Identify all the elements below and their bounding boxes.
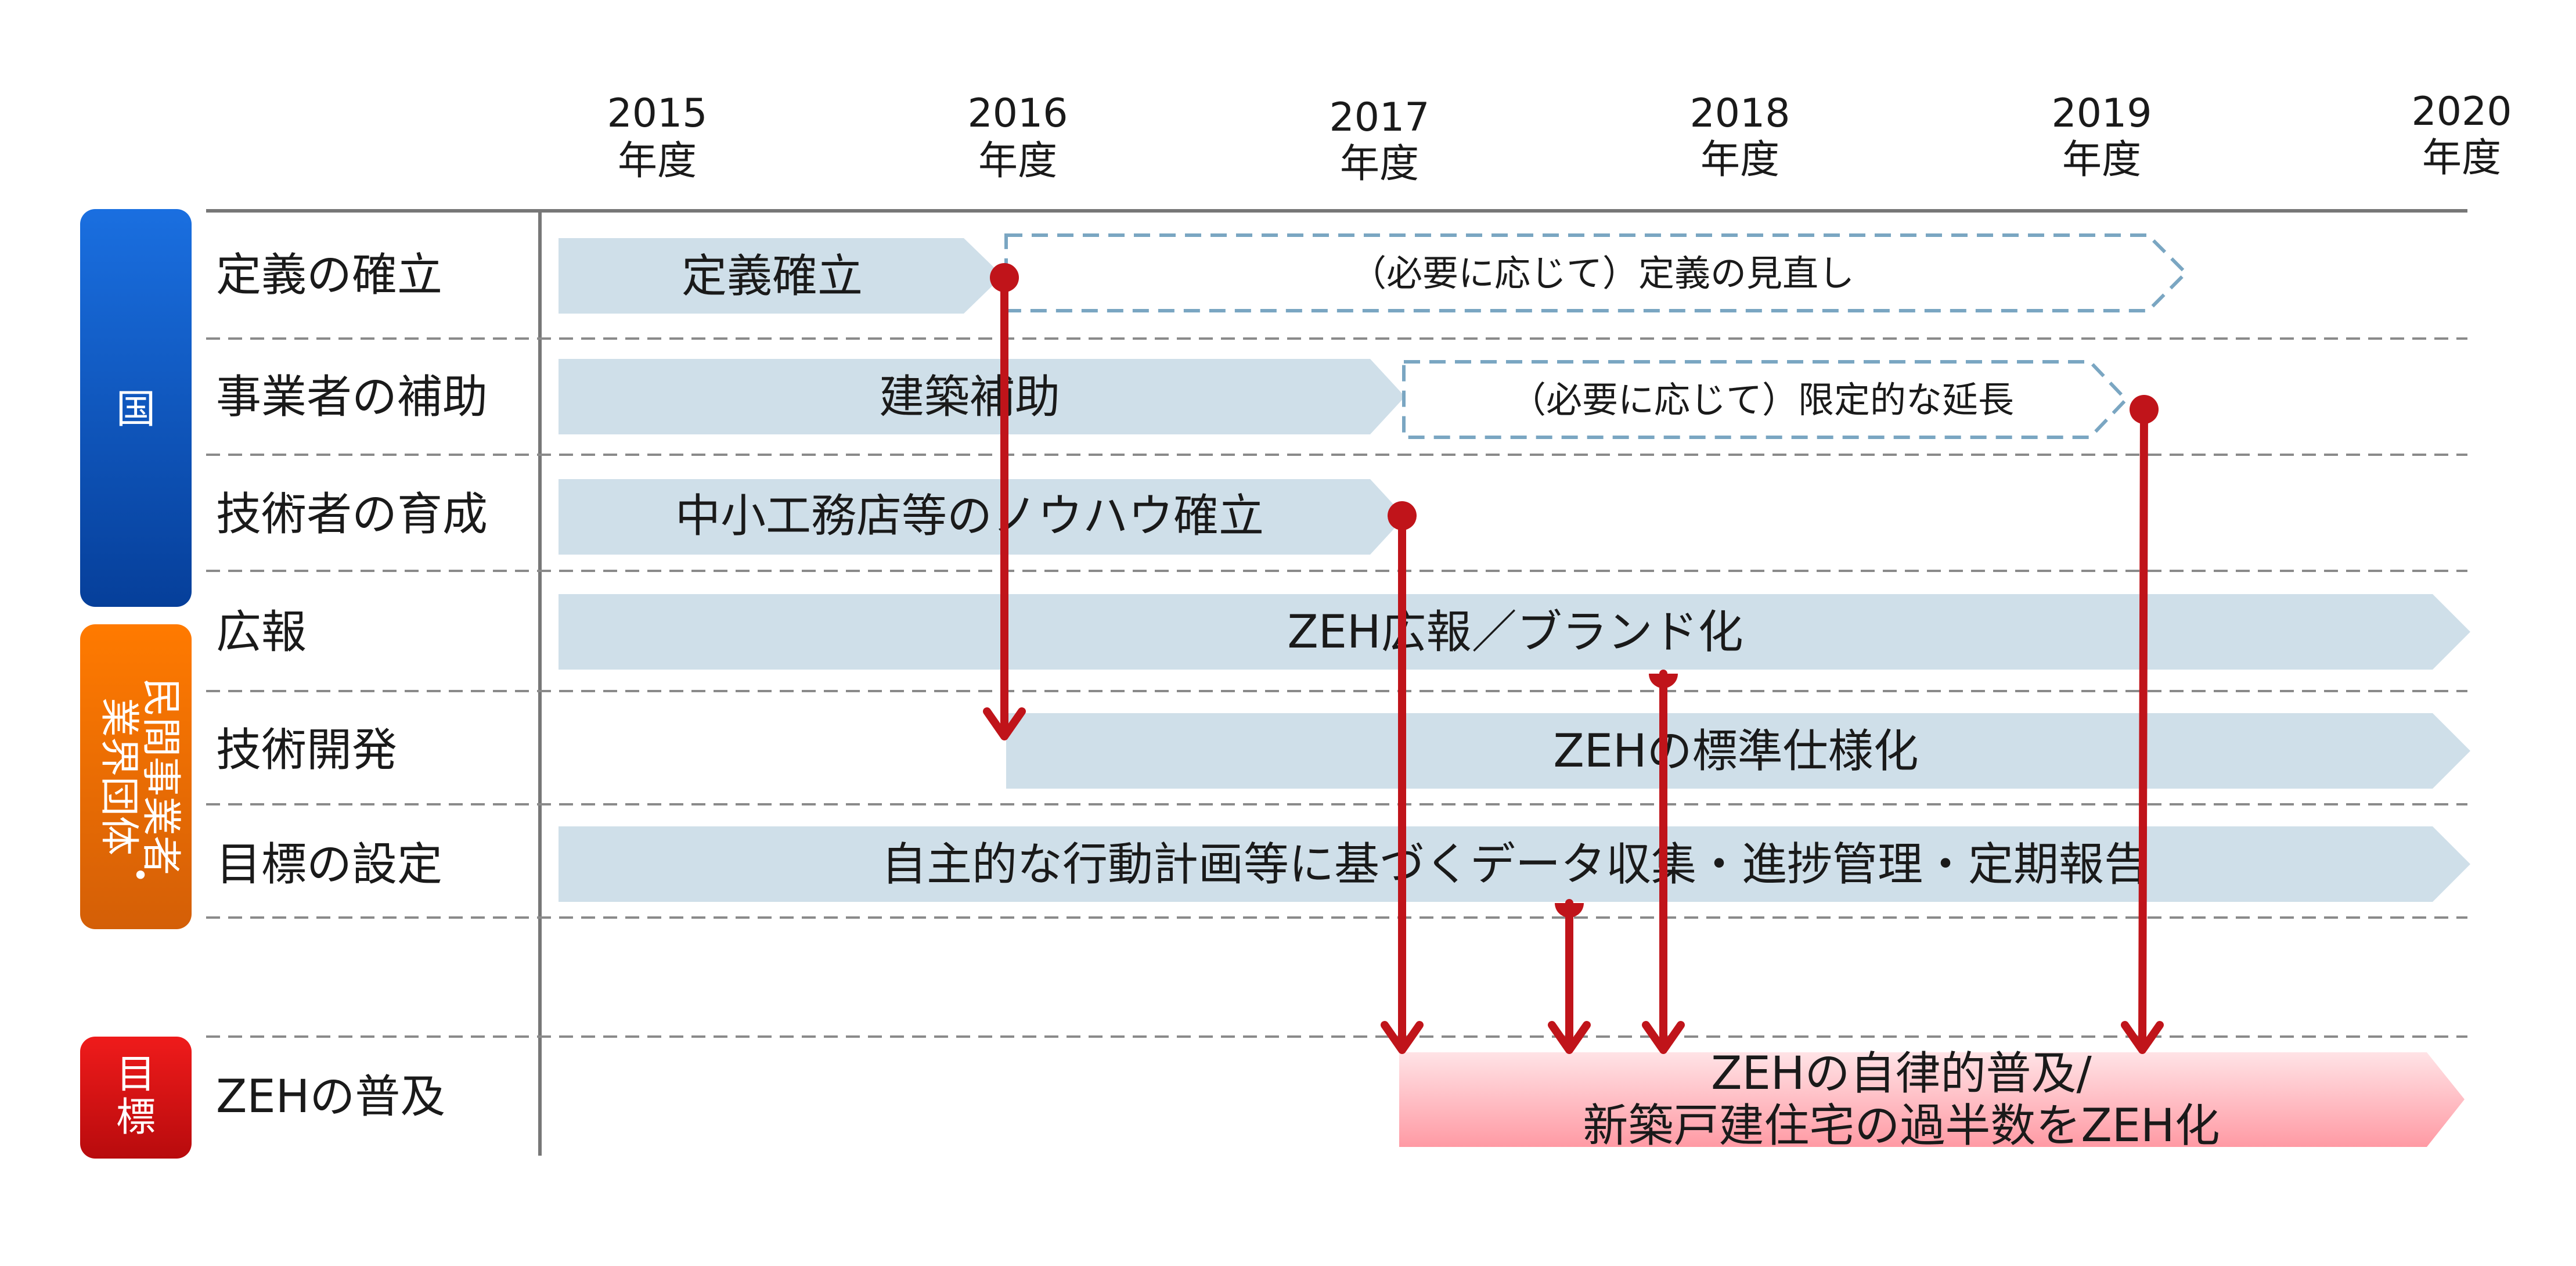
year-header: 2015 年度 2016 年度 2017 年度 2018 年度 2019 年度 … [607, 89, 2512, 187]
year-2019: 2019 [2051, 91, 2152, 136]
bar-kaihatsu [1006, 713, 2470, 789]
group-goal-char1: 目 [116, 1052, 156, 1098]
group-goal: 目 標 [80, 1037, 192, 1159]
marker-dot [990, 263, 1019, 292]
year-2020-unit: 年度 [2422, 135, 2501, 181]
row-label-koho: 広報 [216, 606, 307, 659]
year-2016-unit: 年度 [978, 138, 1057, 184]
year-2018: 2018 [1689, 91, 1790, 136]
bar-goal [1399, 1052, 2465, 1147]
row-label-ikusei: 技術者の育成 [216, 488, 488, 541]
group-minkan-box [80, 624, 192, 929]
row-labels: 定義の確立 事業者の補助 技術者の育成 広報 技術開発 目標の設定 ZEHの普及 [216, 249, 488, 1123]
arrow-teigi-to-kaihatsu [983, 274, 1026, 740]
year-2019-unit: 年度 [2062, 137, 2141, 183]
group-minkan-col1: 民間事業者 [138, 678, 183, 875]
year-2017-unit: 年度 [1340, 141, 1419, 187]
group-goal-char2: 標 [116, 1095, 156, 1141]
bar-hojo [559, 359, 1405, 434]
row-label-settei: 目標の設定 [216, 839, 442, 891]
bar-goal-line1: ZEHの自律的普及/ [1711, 1048, 2092, 1100]
group-minkan-label: 民間事業者 業界団体 ・ [96, 678, 183, 900]
bar-settei-label: 自主的な行動計画等に基づくデータ収集・進捗管理・定期報告 [881, 839, 2149, 891]
year-2016: 2016 [967, 91, 1068, 136]
bar-teigi-review-label: （必要に応じて）定義の見直し [1350, 252, 1854, 294]
marker-dot [2130, 395, 2159, 424]
group-kuni-label: 国 [116, 387, 156, 433]
row-label-teigi: 定義の確立 [216, 249, 442, 301]
group-minkan-dot: ・ [121, 854, 160, 900]
bar-teigi [559, 238, 1003, 314]
row-label-kaihatsu: 技術開発 [216, 724, 397, 776]
bar-ikusei-label: 中小工務店等のノウハウ確立 [675, 490, 1264, 542]
bar-settei [559, 826, 2470, 902]
arrow-markers [990, 263, 2159, 918]
bar-kaihatsu-label: ZEHの標準仕様化 [1553, 725, 1918, 778]
bar-ikusei [559, 479, 1405, 555]
group-goal-box [80, 1037, 192, 1159]
year-2020: 2020 [2411, 89, 2512, 135]
bar-hojo-ext [1402, 360, 2129, 439]
arrow-koho-to-goal [1642, 670, 1685, 1054]
bar-koho-label: ZEH広報／ブランド化 [1287, 606, 1743, 659]
marker-dot [1388, 501, 1417, 530]
marker-half-dot [1649, 674, 1678, 688]
arrow-settei-to-goal [1548, 899, 1591, 1054]
bars: 定義確立 （必要に応じて）定義の見直し 建築補助 （必要に応じて）限定的な延長 … [559, 233, 2470, 1152]
grid [206, 209, 2467, 1156]
bar-koho [559, 594, 2470, 670]
marker-half-dot [1555, 903, 1584, 918]
group-minkan-col2: 業界団体 [96, 697, 142, 855]
bar-teigi-label: 定義確立 [682, 250, 863, 303]
year-2015: 2015 [607, 91, 707, 136]
bar-goal-line2: 新築戸建住宅の過半数をZEH化 [1583, 1100, 2220, 1152]
row-label-hojo: 事業者の補助 [216, 371, 488, 423]
year-2018-unit: 年度 [1700, 137, 1779, 183]
year-2017: 2017 [1329, 95, 1429, 141]
bar-hojo-label: 建築補助 [879, 371, 1060, 423]
group-minkan: 民間事業者 業界団体 ・ [80, 624, 192, 929]
arrow-hojo-to-goal [2121, 405, 2164, 1054]
group-kuni-box [80, 209, 192, 607]
group-kuni: 国 [80, 209, 192, 607]
arrows [983, 274, 2164, 1054]
bar-hojo-ext-label: （必要に応じて）限定的な延長 [1510, 379, 2014, 421]
row-label-goal: ZEHの普及 [216, 1071, 445, 1123]
year-2015-unit: 年度 [618, 138, 697, 184]
arrow-ikusei-to-goal [1381, 512, 1424, 1054]
